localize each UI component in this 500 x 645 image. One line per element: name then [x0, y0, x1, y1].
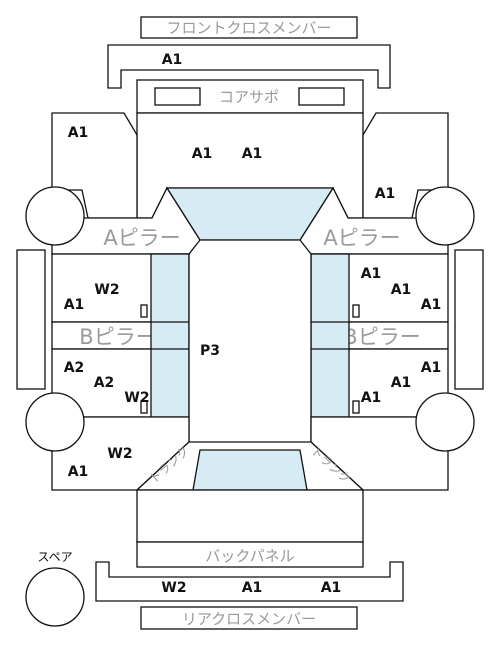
rear-left-quarter-window-grade: W2 [107, 446, 132, 462]
right-side-skirt [454, 249, 484, 390]
rear-left-quarter-grade: A1 [68, 464, 89, 480]
front-right-door-edge-grade: A1 [421, 297, 442, 313]
front-cross-member-label: フロントクロスメンバー [166, 19, 331, 37]
back-panel-label: バックパネル [205, 547, 294, 565]
rear-member-window-grade: W2 [161, 580, 186, 596]
front-left-door-grade: A1 [64, 297, 85, 313]
rear-left-door-handle [140, 400, 148, 414]
roof-grade: P3 [200, 343, 220, 359]
front-right-fender-grade: A1 [375, 186, 396, 202]
b-pillar-right-label: Bピラー [343, 325, 420, 349]
front-right-wheel [415, 186, 475, 246]
front-right-door-top-grade: A1 [361, 266, 382, 282]
front-bumper-part [107, 44, 391, 89]
rear-right-door-handle [352, 400, 360, 414]
front-cross-member-box [140, 16, 358, 39]
a-pillar-right-label: Aピラー [323, 226, 400, 250]
left-side-windows [150, 253, 190, 418]
rear-left-wheel [25, 392, 85, 452]
hood-left-grade: A1 [192, 146, 213, 162]
rear-bumper-part [95, 561, 404, 602]
front-left-door-handle [140, 304, 148, 318]
right-side-windows [310, 253, 350, 418]
b-pillar-left-label: Bピラー [79, 325, 156, 349]
a-pillar-left-label: Aピラー [103, 226, 180, 250]
rear-left-door-mid-grade: A2 [94, 375, 115, 391]
headlight-right [298, 87, 345, 106]
rear-window [192, 449, 308, 491]
rear-right-door-mid-grade: A1 [391, 375, 412, 391]
left-side-skirt [16, 249, 46, 390]
front-right-door-mid-grade: A1 [391, 282, 412, 298]
rear-right-door-top-grade: A1 [421, 360, 442, 376]
rear-cross-member-box [140, 606, 358, 630]
core-support-label: コアサポ [219, 88, 279, 106]
rear-member-right-grade: A1 [321, 580, 342, 596]
front-left-fender-grade: A1 [68, 125, 89, 141]
rear-cross-member-label: リアクロスメンバー [182, 610, 316, 628]
headlight-left [154, 87, 201, 106]
rear-section [136, 489, 364, 543]
back-panel-box [136, 541, 364, 568]
hood-right-grade: A1 [242, 146, 263, 162]
rear-left-door-top-grade: A2 [64, 360, 85, 376]
rear-right-door-low-grade: A1 [361, 390, 382, 406]
front-left-door-window-grade: W2 [94, 282, 119, 298]
front-member-grade: A1 [162, 52, 183, 68]
front-left-wheel [25, 186, 85, 246]
rear-member-center-grade: A1 [242, 580, 263, 596]
spare-tire [25, 567, 85, 627]
front-right-door-handle [352, 304, 360, 318]
spare-label: スペア [37, 550, 72, 564]
rear-right-wheel [415, 392, 475, 452]
rear-left-door-window-grade: W2 [124, 390, 149, 406]
